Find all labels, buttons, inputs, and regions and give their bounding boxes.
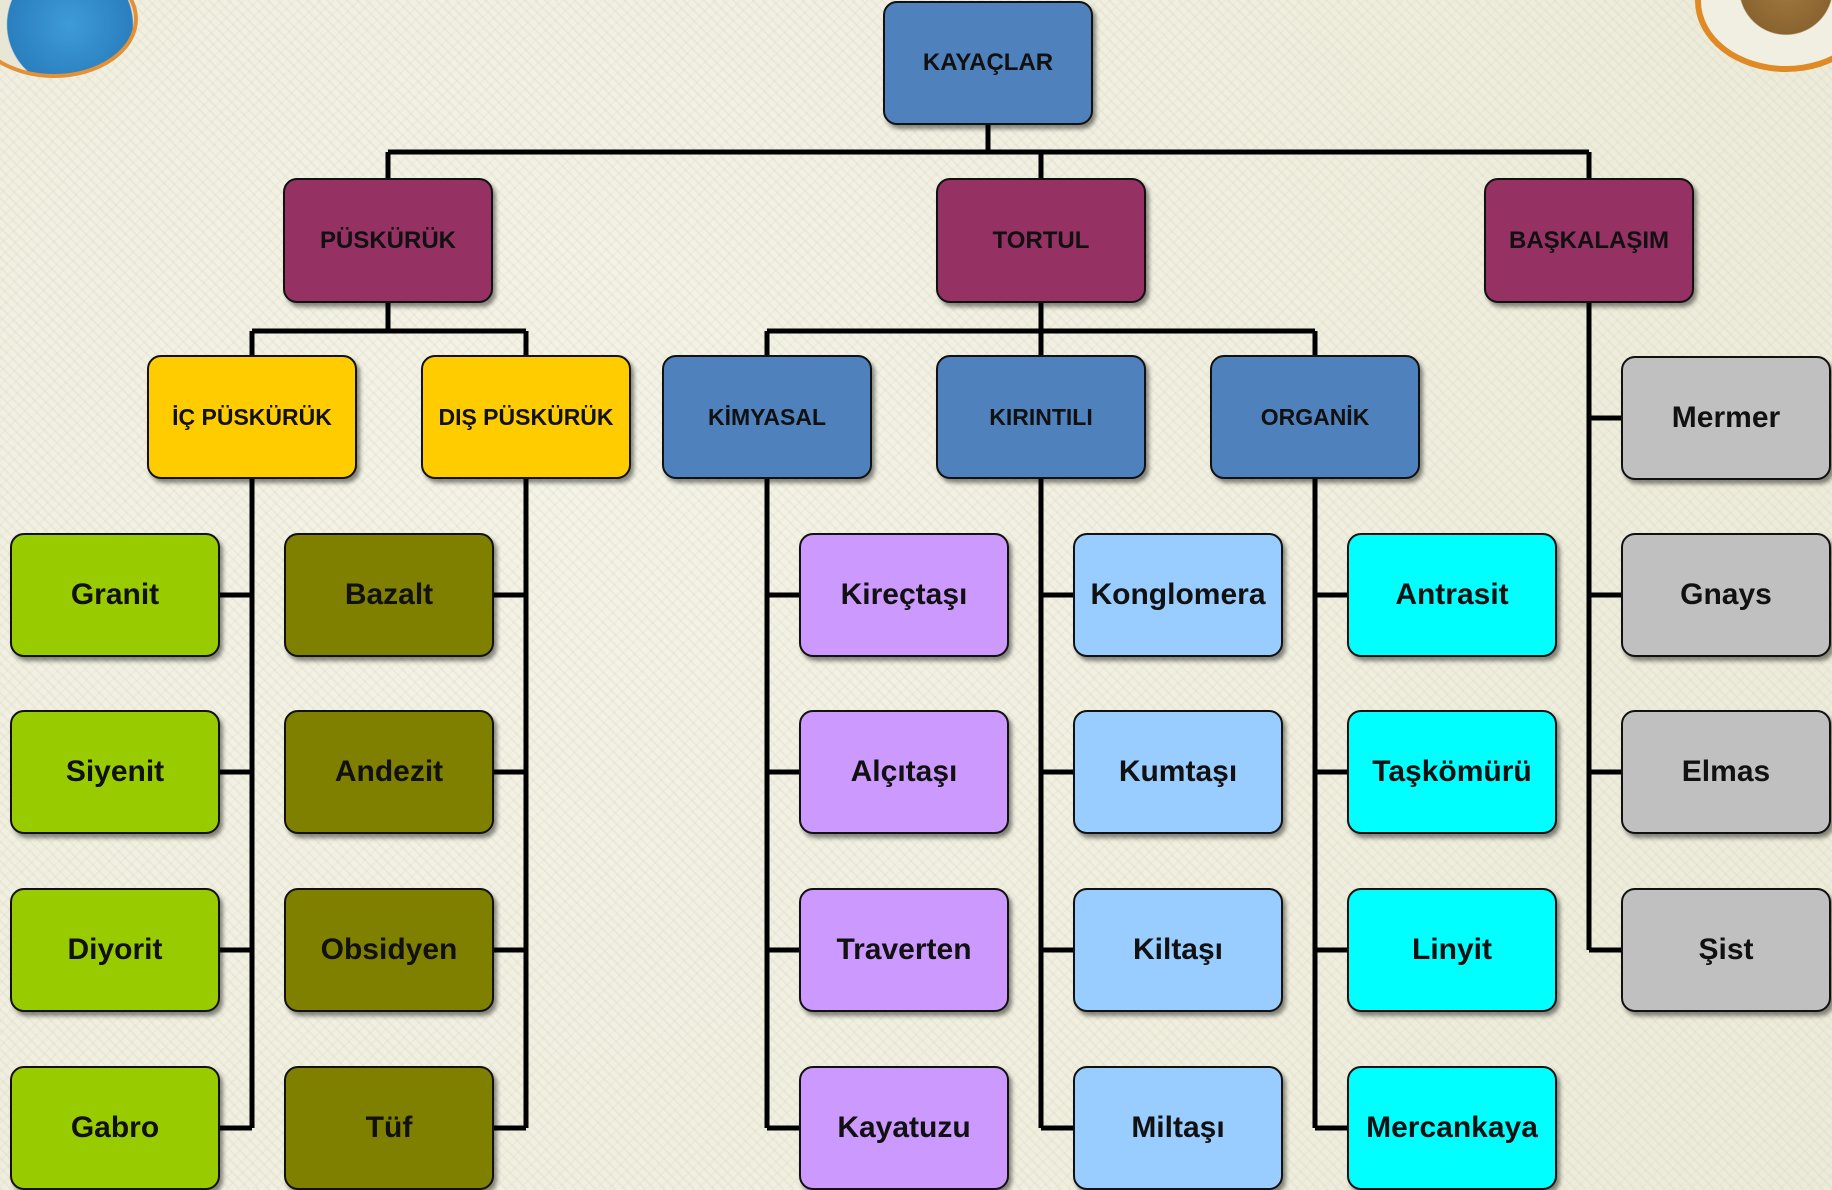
leaf-label: Bazalt (344, 578, 434, 611)
node-puskuruk: PÜSKÜRÜK (283, 178, 493, 303)
leaf-label: Granit (70, 578, 160, 611)
connector-puskuruk (249, 303, 529, 355)
leaf-kirectasi: Kireçtaşı (799, 533, 1009, 657)
node-label: BAŞKALAŞIM (1509, 226, 1669, 254)
node-kayaclar: KAYAÇLAR (883, 1, 1093, 125)
node-label: ORGANİK (1260, 403, 1370, 430)
node-dis-puskuruk: DIŞ PÜSKÜRÜK (421, 355, 631, 479)
leaf-label: Diyorit (67, 933, 163, 966)
connector-dis (494, 479, 529, 1131)
connector-baskalasim (1586, 303, 1621, 953)
node-label: İÇ PÜSKÜRÜK (172, 403, 332, 430)
node-label: DIŞ PÜSKÜRÜK (438, 403, 614, 430)
leaf-label: Miltaşı (1131, 1111, 1225, 1144)
leaf-linyit: Linyit (1347, 888, 1557, 1012)
leaf-granit: Granit (10, 533, 220, 657)
leaf-kiltasi: Kiltaşı (1073, 888, 1283, 1012)
leaf-sist: Şist (1621, 888, 1831, 1012)
leaf-obsidyen: Obsidyen (284, 888, 494, 1012)
node-baskalasim: BAŞKALAŞIM (1484, 178, 1694, 303)
connector-kimyasal (764, 479, 799, 1131)
leaf-siyenit: Siyenit (10, 710, 220, 834)
leaf-label: Gnays (1680, 578, 1772, 611)
leaf-gabro: Gabro (10, 1066, 220, 1190)
leaf-label: Antrasit (1395, 578, 1509, 611)
leaf-label: Alçıtaşı (850, 755, 958, 788)
leaf-label: Kayatuzu (837, 1111, 971, 1144)
leaf-alcitasi: Alçıtaşı (799, 710, 1009, 834)
leaf-elmas: Elmas (1621, 710, 1831, 834)
leaf-konglomera: Konglomera (1073, 533, 1283, 657)
leaf-label: Tüf (365, 1111, 413, 1144)
leaf-label: Linyit (1412, 933, 1492, 966)
leaf-mercankaya: Mercankaya (1347, 1066, 1557, 1190)
connector-organik (1312, 479, 1347, 1131)
leaf-label: Andezit (334, 755, 444, 788)
leaf-kumtasi: Kumtaşı (1073, 710, 1283, 834)
leaf-taskomuru: Taşkömürü (1347, 710, 1557, 834)
leaf-label: Gabro (70, 1111, 160, 1144)
leaf-antrasit: Antrasit (1347, 533, 1557, 657)
node-ic-puskuruk: İÇ PÜSKÜRÜK (147, 355, 357, 479)
leaf-label: Kireçtaşı (840, 578, 968, 611)
node-tortul: TORTUL (936, 178, 1146, 303)
leaf-label: Mermer (1671, 401, 1781, 434)
connector-tortul (764, 303, 1318, 355)
connector-kirintili (1038, 479, 1073, 1131)
leaf-miltasi: Miltaşı (1073, 1066, 1283, 1190)
node-kimyasal: KİMYASAL (662, 355, 872, 479)
leaf-label: Siyenit (65, 755, 165, 788)
leaf-andezit: Andezit (284, 710, 494, 834)
leaf-label: Kumtaşı (1118, 755, 1238, 788)
leaf-label: Konglomera (1090, 578, 1266, 611)
leaf-label: Şist (1698, 933, 1754, 966)
leaf-label: Traverten (836, 933, 972, 966)
leaf-label: Taşkömürü (1372, 755, 1532, 788)
leaf-label: Kiltaşı (1132, 933, 1224, 966)
leaf-label: Mercankaya (1366, 1111, 1538, 1144)
connector-ic (220, 479, 255, 1131)
node-organik: ORGANİK (1210, 355, 1420, 479)
node-kirintili: KIRINTILI (936, 355, 1146, 479)
leaf-traverten: Traverten (799, 888, 1009, 1012)
leaf-gnays: Gnays (1621, 533, 1831, 657)
leaf-mermer: Mermer (1621, 356, 1831, 480)
leaf-label: Obsidyen (320, 933, 458, 966)
node-label: PÜSKÜRÜK (319, 226, 456, 254)
node-label: TORTUL (992, 226, 1090, 254)
leaf-kayatuzu: Kayatuzu (799, 1066, 1009, 1190)
leaf-label: Elmas (1681, 755, 1771, 788)
connector-root (385, 125, 1592, 178)
leaf-diyorit: Diyorit (10, 888, 220, 1012)
node-label: KİMYASAL (708, 403, 826, 430)
node-label: KAYAÇLAR (922, 49, 1054, 76)
leaf-tuf: Tüf (284, 1066, 494, 1190)
node-label: KIRINTILI (989, 403, 1093, 430)
leaf-bazalt: Bazalt (284, 533, 494, 657)
